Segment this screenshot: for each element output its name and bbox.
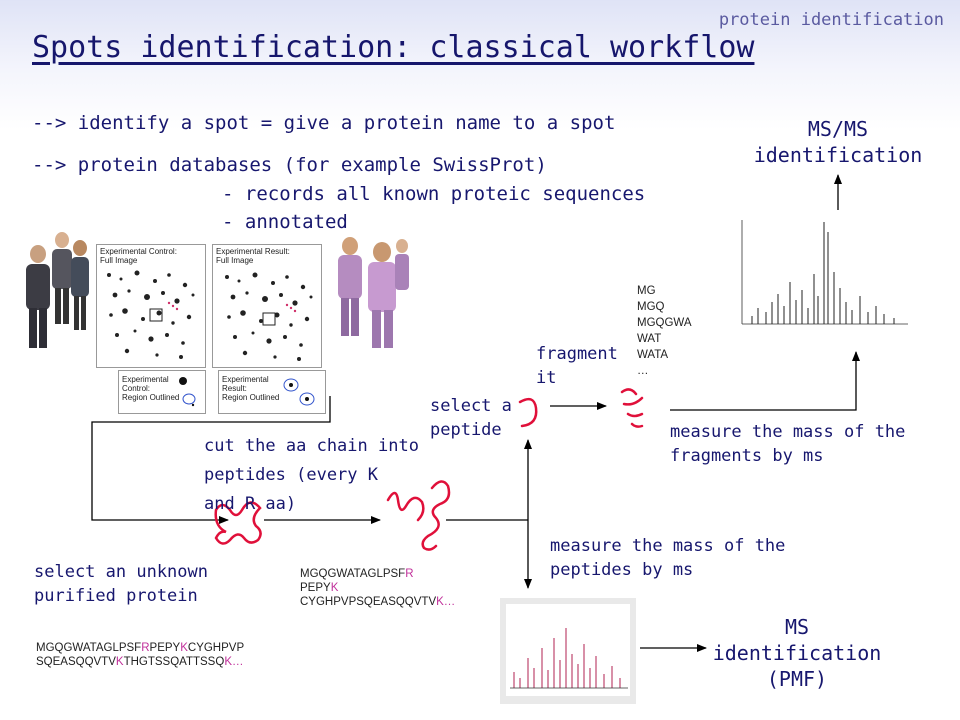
pmf-spectrum-image	[500, 598, 636, 704]
step-select-peptide: select a peptide	[430, 396, 512, 440]
step-cut-chain: cut the aa chain into peptides (every K …	[204, 436, 419, 514]
seq-segment: PEPY	[149, 642, 181, 654]
fragment-item: WAT	[637, 333, 662, 345]
seq-segment: THGTSSQATTSSQ	[123, 656, 225, 668]
gel-result-title: Experimental Result: Full Image	[216, 247, 290, 265]
gel-control-title: Experimental Control: Full Image	[100, 247, 177, 265]
gel-control-region-label: Experimental Control: Region Outlined	[122, 375, 180, 402]
fragment-item: MG	[637, 285, 656, 297]
fragment-item: …	[637, 365, 649, 377]
gel-control-full-image: Experimental Control: Full Image	[96, 244, 206, 368]
seq-segment: PEPY	[300, 582, 331, 594]
full-sequence: MGQGWATAGLPSFRPEPYKCYGHPVP SQEASQQVTVKTH…	[36, 641, 244, 669]
step-fragment: fragment it	[536, 344, 618, 388]
seq-segment: SQEASQQVTV	[36, 656, 116, 668]
msms-spectrum-image	[728, 212, 916, 338]
cleavage-site-r: R	[405, 568, 414, 580]
full-sequence-line-2: SQEASQQVTVKTHGTSSQATTSSQK…	[36, 655, 244, 669]
seq-segment: CYGHPVP	[187, 642, 245, 654]
cleavage-site-k: K…	[224, 656, 244, 668]
peptide-2: PEPYK	[300, 581, 455, 595]
result-msms: MS/MS identification	[753, 117, 923, 167]
fragment-list: MG MGQ MGQGWA WAT WATA …	[637, 283, 692, 379]
full-sequence-line-1: MGQGWATAGLPSFRPEPYKCYGHPVP	[36, 641, 244, 655]
scientists-group-right-image	[338, 237, 409, 348]
gel-result-region-spots	[283, 378, 315, 406]
cleavage-site-k: K…	[436, 596, 456, 608]
gel-control-spots	[107, 270, 195, 359]
result-ms-pmf: MS identification (PMF)	[712, 615, 882, 691]
cleavage-site-r: R	[141, 642, 150, 654]
cleavage-site-k: K	[115, 656, 124, 668]
step-measure-fragments: measure the mass of the fragments by ms	[670, 422, 906, 466]
fragment-item: MGQ	[637, 301, 665, 313]
peptide-list: MGQGWATAGLPSFR PEPYK CYGHPVPSQEASQQVTVK…	[300, 567, 455, 609]
seq-segment: CYGHPVPSQEASQQVTV	[300, 596, 437, 608]
bullet-databases: --> protein databases (for example Swiss…	[32, 154, 547, 176]
corner-label: protein identification	[718, 10, 944, 30]
scientists-group-left-image	[26, 232, 89, 348]
gel-result-spots	[225, 272, 313, 361]
peptide-1: MGQGWATAGLPSFR	[300, 567, 455, 581]
fragment-item: WATA	[637, 349, 669, 361]
bullet-identify: --> identify a spot = give a protein nam…	[32, 112, 616, 134]
bullet-databases-sub2: - annotated	[222, 211, 348, 233]
fragment-item: MGQGWA	[637, 317, 692, 329]
gel-control-region: Experimental Control: Region Outlined	[118, 370, 206, 414]
cleavage-site-k: K	[330, 582, 339, 594]
cleavage-site-k: K	[180, 642, 188, 654]
seq-segment: MGQGWATAGLPSF	[36, 642, 142, 654]
step-select-protein: select an unknown purified protein	[34, 562, 208, 606]
page-title: Spots identification: classical workflow	[32, 30, 755, 65]
bullet-databases-sub1: - records all known proteic sequences	[222, 183, 646, 205]
seq-segment: MGQGWATAGLPSF	[300, 568, 406, 580]
gel-control-region-spots	[179, 377, 196, 407]
step-measure-peptides: measure the mass of the peptides by ms	[550, 536, 786, 580]
peptide-3: CYGHPVPSQEASQQVTVK…	[300, 595, 455, 609]
gel-result-region: Experimental Result: Region Outlined	[218, 370, 326, 414]
gel-result-region-label: Experimental Result: Region Outlined	[222, 375, 280, 402]
gel-result-full-image: Experimental Result: Full Image	[212, 244, 322, 368]
